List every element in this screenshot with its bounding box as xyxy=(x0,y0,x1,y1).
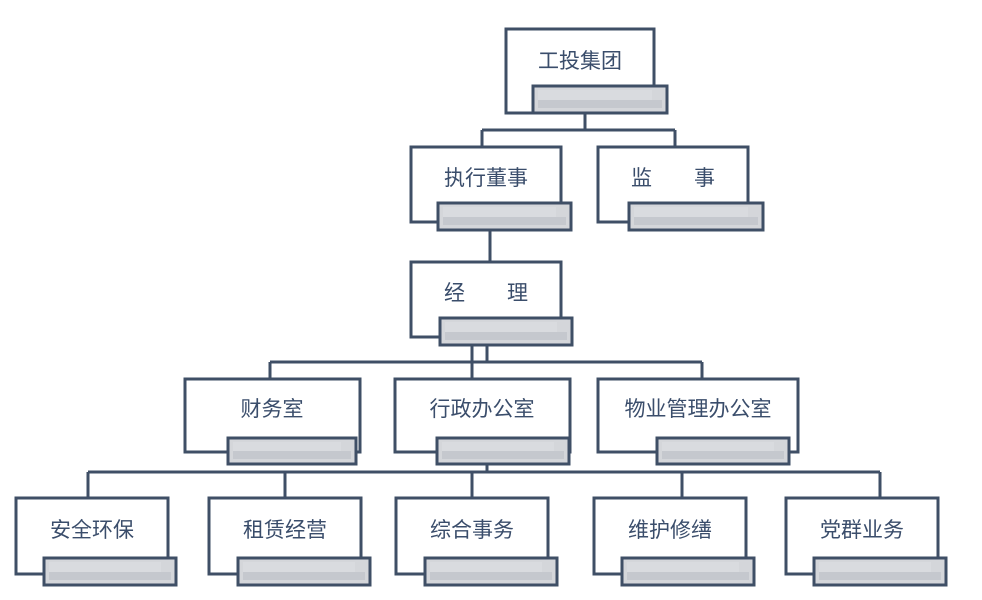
node-manager[interactable]: 经 理 xyxy=(409,260,574,347)
node-group-label: 工投集团 xyxy=(538,49,622,73)
node-property-office-label: 物业管理办公室 xyxy=(625,397,772,421)
node-supervisor-banner xyxy=(627,201,765,232)
node-safety-env-banner xyxy=(42,556,178,587)
node-exec-director-label: 执行董事 xyxy=(444,166,528,190)
node-admin-office[interactable]: 行政办公室 xyxy=(393,377,572,466)
node-supervisor[interactable]: 监 事 xyxy=(596,145,765,232)
node-safety-env[interactable]: 安全环保 xyxy=(14,496,178,587)
node-finance-office[interactable]: 财务室 xyxy=(183,377,362,466)
node-general-affairs[interactable]: 综合事务 xyxy=(394,496,559,587)
node-maintenance-label: 维护修缮 xyxy=(628,518,712,542)
node-general-affairs-banner xyxy=(423,556,559,587)
node-party-affairs[interactable]: 党群业务 xyxy=(784,496,948,587)
node-admin-office-banner xyxy=(435,436,571,466)
node-exec-director[interactable]: 执行董事 xyxy=(409,145,573,232)
node-supervisor-label: 监 事 xyxy=(631,166,715,190)
node-manager-label: 经 理 xyxy=(444,281,528,305)
node-party-affairs-banner xyxy=(812,556,948,587)
node-exec-director-banner xyxy=(436,201,573,232)
node-maintenance-banner xyxy=(620,556,756,587)
node-finance-office-banner xyxy=(226,436,358,466)
node-property-office[interactable]: 物业管理办公室 xyxy=(596,377,800,466)
node-general-affairs-label: 综合事务 xyxy=(430,518,514,542)
node-leasing-banner xyxy=(236,556,372,587)
node-property-office-banner xyxy=(655,436,791,466)
node-leasing-label: 租赁经营 xyxy=(243,518,327,542)
node-admin-office-label: 行政办公室 xyxy=(430,397,535,421)
node-safety-env-label: 安全环保 xyxy=(50,518,134,542)
node-maintenance[interactable]: 维护修缮 xyxy=(592,496,756,587)
node-leasing[interactable]: 租赁经营 xyxy=(207,496,372,587)
node-finance-office-label: 财务室 xyxy=(241,397,304,421)
node-manager-banner xyxy=(438,316,574,347)
node-group[interactable]: 工投集团 xyxy=(504,27,669,115)
node-group-banner xyxy=(531,84,669,115)
node-party-affairs-label: 党群业务 xyxy=(820,518,904,542)
